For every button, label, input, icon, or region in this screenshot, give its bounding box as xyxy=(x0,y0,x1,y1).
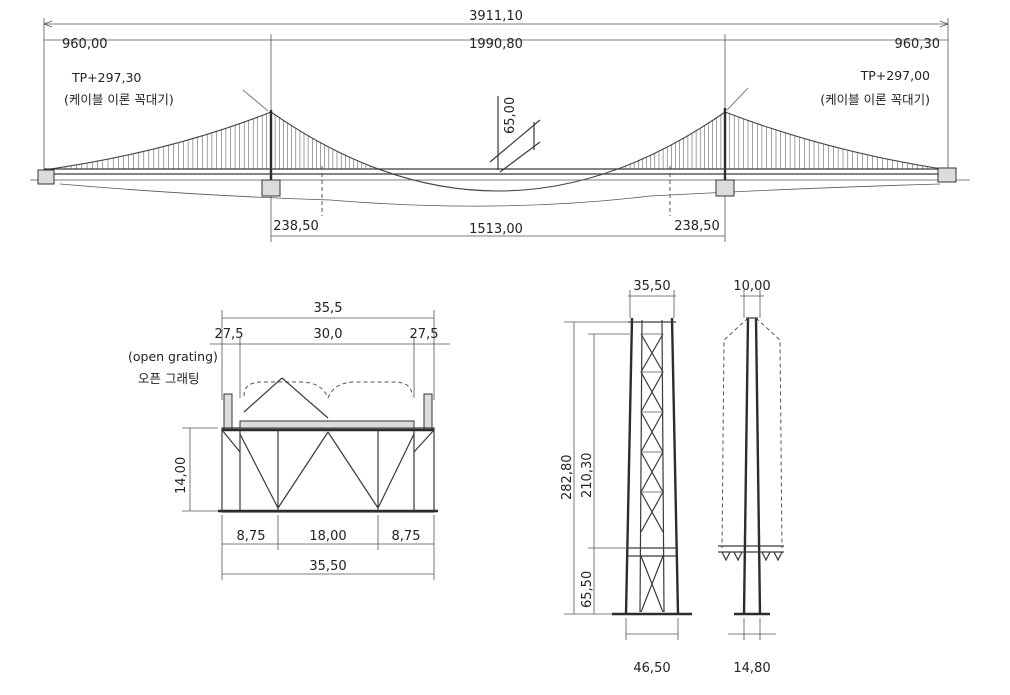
tower-top-width: 35,50 xyxy=(633,279,670,294)
left-side-span-label: 960,00 xyxy=(62,37,108,52)
tower-bracing xyxy=(640,333,664,613)
right-offset-label: 238,50 xyxy=(674,219,720,234)
roadway-profile-left xyxy=(243,381,329,399)
main-cable xyxy=(43,111,949,192)
center-span-label: 1513,00 xyxy=(469,222,523,237)
cable-line-mid xyxy=(281,377,329,419)
side-deck-hangers xyxy=(721,551,783,562)
tower-brace xyxy=(640,451,664,493)
tower-upper-height: 210,30 xyxy=(580,453,595,499)
tower-base-width: 46,50 xyxy=(633,661,670,676)
bottom-middle-dim: 18,00 xyxy=(309,529,346,544)
deck-cross-section: 35,5 27,5 30,0 27,5 (open grating) 오픈 그래… xyxy=(128,301,450,580)
side-leg-right xyxy=(754,317,762,615)
side-base-width: 14,80 xyxy=(733,661,770,676)
tower-front-view: 35,50 282,80 210,30 65,50 46,50 xyxy=(560,279,692,676)
left-anchorage xyxy=(37,169,55,185)
left-pier xyxy=(261,179,281,197)
tower-lower-height: 65,50 xyxy=(580,571,595,608)
deck-total-width: 35,5 xyxy=(314,301,343,316)
side-cable-right xyxy=(755,317,783,549)
main-span-label: 1990,80 xyxy=(469,37,523,52)
tower-brace xyxy=(640,491,664,533)
side-leg-left xyxy=(742,317,750,615)
tower-left-inner xyxy=(639,319,643,613)
tower-brace xyxy=(640,371,664,413)
tower-right-inner xyxy=(661,319,665,613)
side-top-width: 10,00 xyxy=(733,279,770,294)
suspender-hangers xyxy=(65,113,928,169)
right-anchorage xyxy=(937,167,957,183)
tower-brace xyxy=(640,411,664,453)
grating-label-ko: 오픈 그래팅 xyxy=(138,371,199,386)
clearance-label: 65,00 xyxy=(503,97,518,134)
bottom-left-dim: 8,75 xyxy=(237,529,266,544)
right-tower-top-label: TP+297,00 xyxy=(860,68,930,83)
tower-left-leg xyxy=(624,317,634,615)
truss-diagonal-3 xyxy=(327,431,379,509)
bottom-total-dim-label: 35,50 xyxy=(309,559,346,574)
deck-right-walkway: 27,5 xyxy=(410,327,439,342)
truss-edge-right xyxy=(413,429,435,453)
truss-height-label: 14,00 xyxy=(174,457,189,494)
truss-diagonal-2 xyxy=(277,431,329,509)
truss-diagonal-1 xyxy=(239,433,279,509)
elevation-view: 3911,10 960,00 1990,80 960,30 TP+297,30 … xyxy=(30,9,970,242)
left-tower-top-label: TP+297,30 xyxy=(71,70,141,85)
cable-line-left xyxy=(243,377,283,413)
deck-slab xyxy=(239,420,415,429)
truss-box xyxy=(221,427,435,513)
truss-edge-left xyxy=(221,429,241,453)
left-tower-leader xyxy=(242,89,269,112)
tower-total-height: 282,80 xyxy=(560,455,575,501)
left-tower-note: (케이블 이론 꼭대기) xyxy=(64,92,174,107)
deck-roadway: 30,0 xyxy=(314,327,343,342)
left-offset-label: 238,50 xyxy=(273,219,319,234)
right-side-span-label: 960,30 xyxy=(895,37,941,52)
total-length-label: 3911,10 xyxy=(469,9,523,24)
truss-diagonal-4 xyxy=(377,433,415,509)
tower-brace xyxy=(640,333,664,373)
side-cable-left xyxy=(721,317,749,549)
clearance-diagonal-1 xyxy=(489,119,541,163)
grating-label: (open grating) xyxy=(128,349,218,364)
seabed-profile xyxy=(59,183,941,207)
roadway-profile-right xyxy=(327,381,413,399)
bottom-right-dim: 8,75 xyxy=(392,529,421,544)
left-post xyxy=(223,393,233,431)
tower-side-view: 10,00 14,80 xyxy=(718,279,784,676)
right-pier xyxy=(715,179,735,197)
right-tower-leader xyxy=(726,87,749,111)
right-post xyxy=(423,393,433,431)
deck-left-walkway: 27,5 xyxy=(215,327,244,342)
clearance-diagonal-2 xyxy=(499,141,541,173)
right-tower-note: (케이블 이론 꼭대기) xyxy=(820,92,930,107)
tower-right-leg xyxy=(670,317,680,615)
tower-brace-lower xyxy=(640,555,664,613)
